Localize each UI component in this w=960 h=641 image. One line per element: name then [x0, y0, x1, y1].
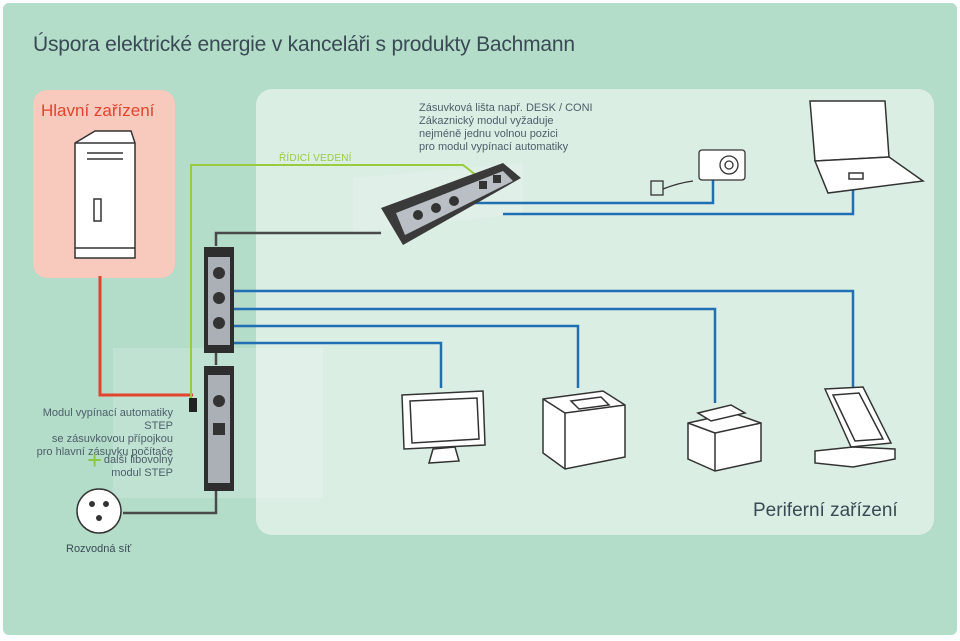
- page-title: Úspora elektrické energie v kanceláři s …: [33, 33, 575, 56]
- mains-label: Rozvodná síť: [66, 543, 132, 555]
- step-power-module-icon: [189, 247, 234, 491]
- blue-peripheral-lines: [231, 180, 855, 403]
- desk-note: Zásuvková lišta např. DESK / CONI Zákazn…: [419, 102, 593, 153]
- phone-charger-icon: [650, 180, 694, 196]
- scanner-icon: [814, 386, 896, 468]
- desk-power-strip-icon: [381, 163, 521, 245]
- green-control-line: [190, 164, 482, 398]
- plus-icon: +: [87, 445, 103, 475]
- printer-icon: [542, 390, 626, 470]
- red-main-line: [98, 276, 193, 397]
- laptop-icon: [809, 100, 926, 194]
- peripherals-title: Periferní zařízení: [753, 500, 898, 521]
- copier-icon: [687, 404, 762, 472]
- camera-icon: [698, 149, 746, 181]
- monitor-icon: [401, 390, 486, 464]
- extra-note: další libovolný modul STEP: [103, 454, 173, 479]
- wall-socket-icon: [76, 488, 122, 534]
- diagram-canvas: Úspora elektrické energie v kanceláři s …: [3, 3, 957, 635]
- step-note: Modul vypínací automatiky STEP se zásuvk…: [36, 407, 173, 458]
- diagram-artwork: [74, 100, 926, 534]
- dark-supply-lines: [123, 231, 381, 515]
- main-device-title: Hlavní zařízení: [41, 101, 155, 120]
- tower-pc-icon: [74, 130, 136, 259]
- control-line-label: ŘÍDICÍ VEDENÍ: [279, 153, 352, 164]
